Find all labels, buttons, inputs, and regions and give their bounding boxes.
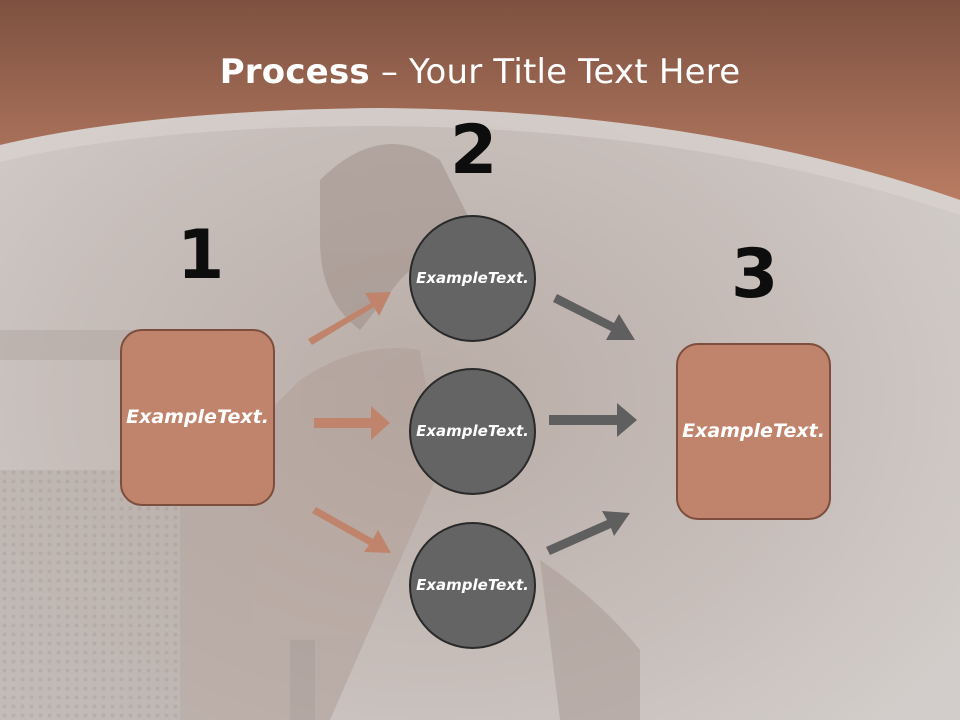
arrow-right-bottom: [546, 511, 630, 555]
slide-title: Process – Your Title Text Here: [0, 52, 960, 92]
title-bold: Process: [219, 52, 370, 92]
title-rest: – Your Title Text Here: [369, 52, 741, 92]
arrow-right-top: [553, 294, 635, 340]
arrow-left-top: [308, 292, 391, 345]
arrow-right-middle: [549, 403, 637, 437]
header-curve: [0, 108, 960, 215]
header-band: [0, 0, 960, 200]
arrow-left-bottom: [312, 507, 391, 553]
step-number-3: 3: [731, 235, 779, 314]
step-number-2: 2: [450, 111, 498, 190]
arrow-left-middle: [314, 406, 390, 440]
step-number-1: 1: [177, 216, 225, 295]
